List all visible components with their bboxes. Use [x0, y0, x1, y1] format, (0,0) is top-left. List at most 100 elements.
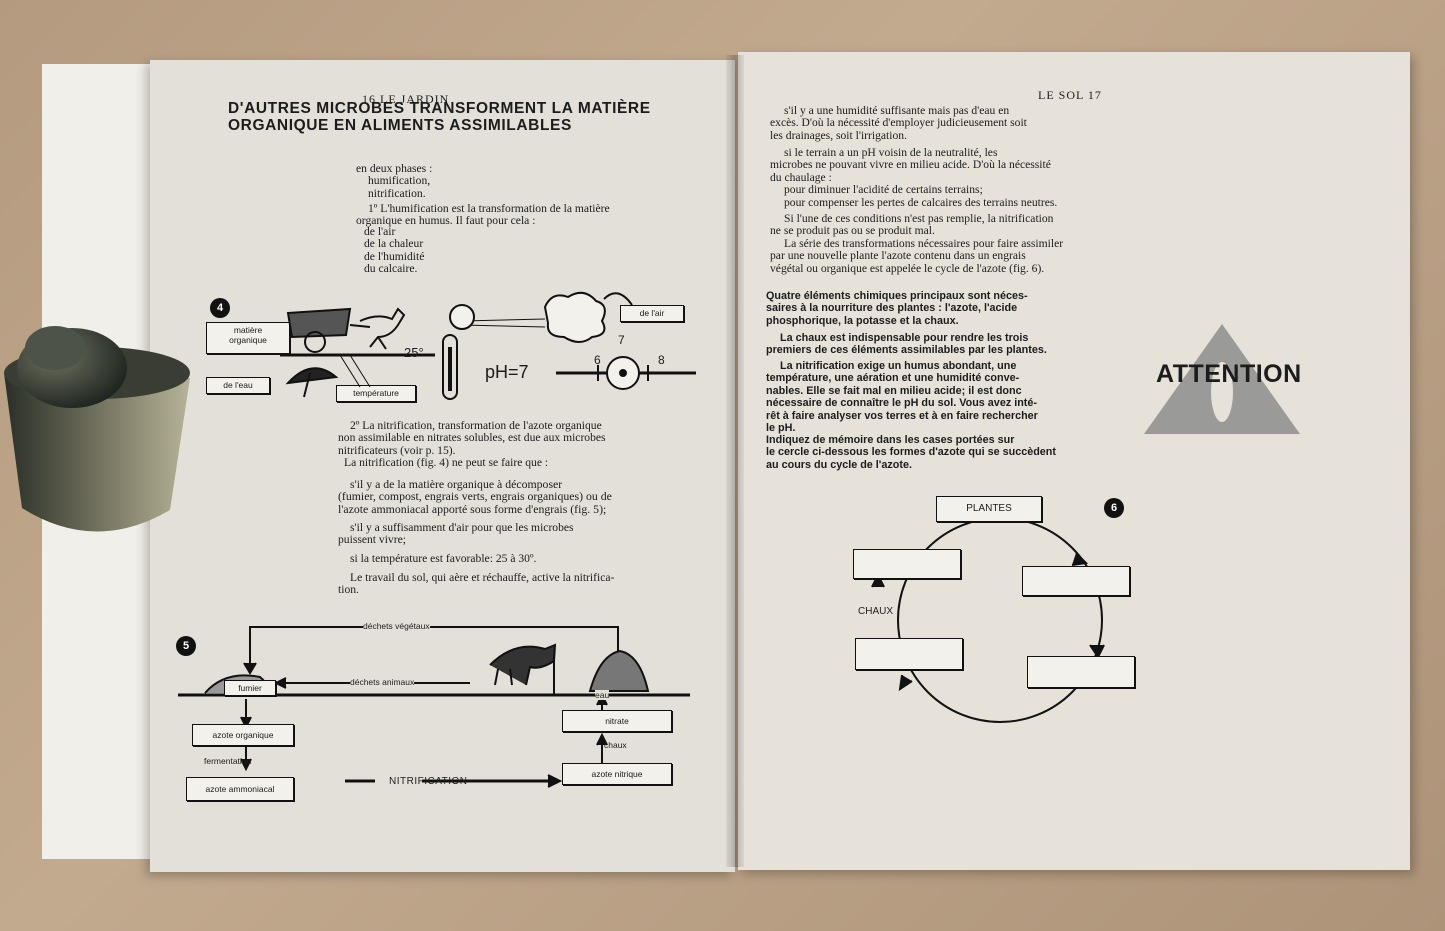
condition-item: de l'air: [364, 225, 396, 238]
air-box: de l'air: [620, 305, 684, 322]
temperature-value: 25°: [404, 345, 424, 360]
book-gutter: [726, 55, 744, 867]
text-line: saires à la nourriture des plantes : l'a…: [766, 302, 1018, 315]
text-line: température, une aération et une humidit…: [766, 372, 1020, 385]
text-line: nitrificateurs (voir p. 15).: [338, 443, 456, 457]
nitrification-paragraph: 2º La nitrification, transformation de l…: [338, 419, 606, 470]
right-page: [738, 52, 1410, 870]
figure-4-number: 4: [210, 298, 230, 318]
title-line-2: ORGANIQUE EN ALIMENTS ASSIMILABLES: [228, 117, 572, 134]
text-line: végétal ou organique est appelée le cycl…: [770, 261, 1045, 275]
text-line: Quatre éléments chimiques principaux son…: [766, 290, 1028, 302]
ph-tick-6: 6: [594, 353, 601, 367]
text-line: le pH.: [766, 422, 796, 435]
text-line: rêt à faire analyser vos terres et à en …: [766, 409, 1038, 422]
text-line: excès. D'où la nécessité d'employer judi…: [770, 116, 1027, 130]
right-page-header: LE SOL 17: [1038, 88, 1102, 102]
azote-organique-box: azote organique: [192, 724, 294, 746]
text-line: nables. Elle se fait mal en milieu acide…: [766, 384, 1022, 397]
condition-temperature: si la température est favorable: 25 à 30…: [350, 552, 537, 565]
conditions-paragraph: Si l'une de ces conditions n'est pas rem…: [770, 212, 1054, 238]
text-line: Le travail du sol, qui aère et réchauffe…: [350, 571, 615, 584]
figure-4-illustration: [280, 291, 696, 400]
text-line: premiers de ces éléments assimilables pa…: [766, 344, 1047, 357]
text-line: La nitrification exige un humus abondant…: [780, 360, 1017, 372]
text-line: La série des transformations nécessaires…: [784, 237, 1064, 250]
cycle-empty-box-upper-right: [1022, 566, 1130, 596]
text-line: microbes ne pouvant vivre en milieu acid…: [770, 158, 1051, 172]
brass-weight-photo: [4, 326, 190, 532]
text-line: si le terrain a un pH voisin de la neutr…: [784, 146, 998, 159]
text-line: 2º La nitrification, transformation de l…: [350, 419, 602, 432]
title-line-1: D'AUTRES MICROBES TRANSFORMENT LA MATIÈR…: [228, 100, 651, 117]
condition-air: s'il y a suffisamment d'air pour que les…: [338, 521, 574, 547]
left-page-title: D'AUTRES MICROBES TRANSFORMENT LA MATIÈR…: [228, 100, 651, 134]
intro-line: en deux phases :: [356, 162, 433, 175]
condition-matiere: s'il y a de la matière organique à décom…: [338, 477, 612, 516]
fumier-box: fumier: [224, 680, 276, 696]
elements-bold-paragraph: Quatre éléments chimiques principaux son…: [766, 290, 1028, 327]
text-line: les drainages, soit l'irrigation.: [770, 128, 907, 142]
intro-text: en deux phases : humification, nitrifica…: [356, 162, 433, 200]
chaux-label: chaux: [604, 740, 627, 750]
text-line: pour compenser les pertes de calcaires d…: [784, 195, 1058, 209]
ph-tick-8: 8: [658, 353, 665, 367]
azote-nitrique-box: azote nitrique: [562, 763, 672, 785]
text-line: tion.: [338, 583, 359, 597]
ph-tick-7: 7: [618, 333, 625, 347]
attention-triangle-icon: [1144, 324, 1300, 434]
left-page-header: 16 LE JARDIN: [362, 92, 450, 106]
text-line: s'il y a une humidité suffisante mais pa…: [784, 104, 1010, 117]
humidite-paragraph: s'il y a une humidité suffisante mais pa…: [770, 104, 1027, 142]
cycle-empty-box-upper-left: [853, 549, 961, 579]
text-line: organique en humus. Il faut pour cela :: [356, 214, 536, 228]
text-line: le cercle ci-dessous les formes d'azote …: [766, 446, 1057, 459]
text-line: non assimilable en nitrates solubles, es…: [338, 431, 606, 445]
condition-item: du calcaire.: [364, 262, 418, 276]
nitrification-bold-paragraph: La nitrification exige un humus abondant…: [766, 360, 1038, 434]
eau-box: de l'eau: [206, 377, 270, 394]
condition-item: de la chaleur: [364, 237, 424, 251]
text-line: Si l'une de ces conditions n'est pas rem…: [784, 212, 1054, 225]
nitrification-label: NITRIFICATION: [389, 776, 468, 787]
chaux-cycle-label: CHAUX: [858, 606, 894, 617]
cycle-empty-box-lower-left: [855, 638, 963, 670]
text-line: Indiquez de mémoire dans les cases porté…: [766, 434, 1015, 446]
text-line: par une nouvelle plante l'azote contenu …: [770, 249, 1026, 263]
condition-item: de l'humidité: [364, 249, 425, 263]
matiere-organique-box: matière organique: [206, 322, 290, 354]
cycle-paragraph: La série des transformations nécessaires…: [770, 237, 1064, 275]
humification-paragraph: 1º L'humification est la transformation …: [356, 202, 610, 228]
figure-6-number: 6: [1104, 498, 1124, 518]
text-line: (fumier, compost, engrais verts, engrais…: [338, 489, 612, 504]
fermentation-label: fermentation: [204, 756, 252, 766]
eau-label: eau: [595, 690, 610, 700]
dechets-animaux-label: déchets animaux: [350, 677, 415, 687]
text-line: au cours du cycle de l'azote.: [766, 458, 912, 471]
box-label: organique: [229, 335, 267, 345]
text-line: ne se produit pas ou se produit mal.: [770, 224, 935, 238]
text-line: nécessaire de connaître le pH du sol. Vo…: [766, 397, 1038, 410]
text-line: puissent vivre;: [338, 533, 406, 547]
ph-label: pH=7: [485, 362, 529, 382]
figure-6-cycle: [871, 517, 1105, 723]
figure-5-number: 5: [176, 636, 196, 656]
exercise-bold-paragraph: Indiquez de mémoire dans les cases porté…: [766, 434, 1056, 471]
ph-paragraph: si le terrain a un pH voisin de la neutr…: [770, 146, 1058, 209]
azote-ammoniacal-box: azote ammoniacal: [186, 777, 294, 801]
plantes-box: PLANTES: [936, 496, 1042, 522]
nitrate-box: nitrate: [562, 710, 672, 732]
temperature-box: température: [336, 385, 416, 402]
dechets-vegetaux-label: déchets végétaux: [363, 621, 430, 631]
text-line: l'azote ammoniacal apporté sous forme d'…: [338, 501, 607, 516]
intro-line: nitrification.: [368, 186, 426, 200]
cycle-empty-box-lower-right: [1027, 656, 1135, 688]
humification-conditions: de l'air de la chaleur de l'humidité du …: [364, 225, 425, 276]
text-line: s'il y a de la matière organique à décom…: [350, 477, 563, 491]
text-line: La chaux est indispensable pour rendre l…: [780, 332, 1029, 344]
text-line: s'il y a suffisamment d'air pour que les…: [350, 521, 574, 534]
text-line: 1º L'humification est la transformation …: [368, 202, 610, 215]
text-line: pour diminuer l'acidité de certains terr…: [784, 183, 983, 197]
box-label: matière: [233, 325, 263, 335]
text-line: du chaulage :: [770, 170, 832, 184]
